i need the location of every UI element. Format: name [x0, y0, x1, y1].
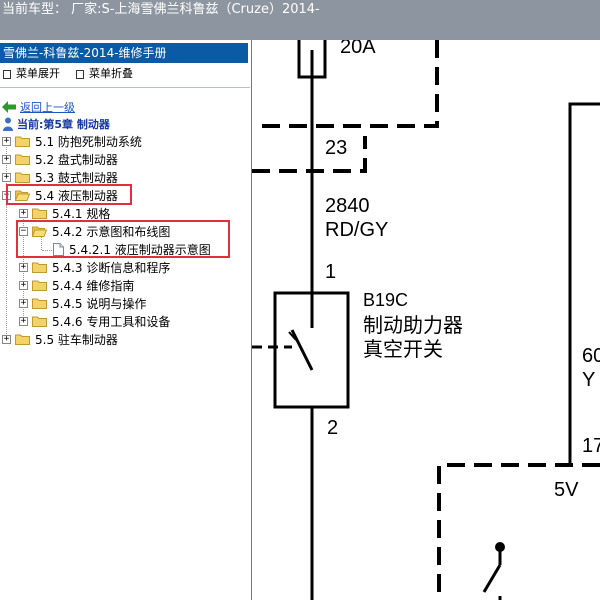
expander-icon[interactable]: + [19, 261, 28, 272]
folder-open-icon [32, 226, 47, 237]
back-arrow-icon [2, 101, 16, 113]
tree-item-label: 5.4.2.1 液压制动器示意图 [69, 242, 211, 257]
window-title-bar: 当前车型： 厂家:S-上海雪佛兰科鲁兹（Cruze）2014- [0, 0, 600, 40]
current-chapter: 当前:第5章 制动器 [2, 116, 110, 132]
tree-item-label: 5.5 驻车制动器 [35, 332, 118, 347]
current-chapter-label: 当前:第5章 制动器 [17, 118, 110, 131]
voltage-label: 5V [554, 479, 579, 501]
folder-icon [15, 136, 30, 147]
tree-item-label: 5.4.4 维修指南 [52, 278, 135, 293]
pin-1-label: 1 [325, 261, 336, 283]
component-name-line1: 制动助力器 [363, 314, 463, 337]
tree-item-5-4-5[interactable]: + 5.4.5 说明与操作 [19, 294, 146, 312]
folder-open-icon [15, 190, 30, 201]
right-partial-label-1: 60 [582, 345, 600, 367]
tree-item-5-1[interactable]: + 5.1 防抱死制动系统 [2, 132, 142, 150]
expander-icon[interactable]: + [2, 135, 11, 146]
tree-connector [42, 250, 52, 251]
expander-icon[interactable]: − [19, 225, 28, 236]
expander-icon[interactable]: + [19, 279, 28, 290]
wiring-diagram: 20A 23 2840 RD/GY 1 2 B19C 制动助力器 真空开关 60… [252, 36, 600, 600]
folder-icon [32, 262, 47, 273]
connector-outline [252, 136, 367, 173]
tree-connector [41, 232, 42, 250]
folder-icon [32, 298, 47, 309]
expander-icon[interactable]: + [2, 333, 11, 344]
tree-item-label: 5.4.1 规格 [52, 206, 111, 221]
right-wire [568, 102, 600, 465]
fuse-rating-label: 20A [340, 40, 376, 58]
expander-icon[interactable]: + [19, 207, 28, 218]
wire-color-label: RD/GY [325, 219, 388, 241]
pin-23-label: 23 [325, 137, 347, 159]
expand-menu-label: 菜单展开 [16, 67, 60, 80]
folder-icon [32, 208, 47, 219]
back-up-level[interactable]: 返回上一级 [2, 99, 75, 115]
schematic-svg: 20A 23 2840 RD/GY 1 2 B19C 制动助力器 真空开关 60… [252, 36, 600, 600]
tree-item-5-5[interactable]: + 5.5 驻车制动器 [2, 330, 118, 348]
right-partial-label-3: 17 [582, 435, 600, 457]
folder-icon [15, 172, 30, 183]
right-partial-label-2: Y [582, 369, 595, 391]
switch-box [273, 291, 350, 409]
module-outline [437, 463, 600, 600]
folder-icon [32, 316, 47, 327]
tree-item-label: 5.4.6 专用工具和设备 [52, 314, 171, 329]
folder-icon [32, 280, 47, 291]
tree-item-label: 5.4.2 示意图和布线图 [52, 224, 171, 239]
component-id-label: B19C [363, 290, 408, 310]
expand-icon [3, 69, 11, 79]
tree-connector [6, 142, 7, 340]
tree-item-label: 5.4.5 说明与操作 [52, 296, 147, 311]
tree-item-label: 5.4 液压制动器 [35, 188, 118, 203]
person-icon [3, 117, 13, 131]
switch-pivot [288, 331, 297, 341]
navigation-panel: 雪佛兰-科鲁兹-2014-维修手册 菜单展开 菜单折叠 返回上一级 当前:第5章… [0, 40, 252, 600]
expander-icon[interactable]: + [19, 315, 28, 326]
tree-item-5-3[interactable]: + 5.3 鼓式制动器 [2, 168, 118, 186]
switch-contact [290, 329, 314, 371]
window-title: 当前车型： 厂家:S-上海雪佛兰科鲁兹（Cruze）2014- [2, 2, 320, 17]
component-name-line2: 真空开关 [363, 338, 443, 361]
fuse-block-outline [262, 40, 439, 128]
tree-item-5-4-2-1[interactable]: 5.4.2.1 液压制动器示意图 [53, 240, 211, 258]
manual-title: 雪佛兰-科鲁兹-2014-维修手册 [0, 43, 248, 63]
menu-toolbar: 菜单展开 菜单折叠 [0, 65, 248, 83]
expand-menu-button[interactable]: 菜单展开 [3, 65, 60, 83]
folder-icon [15, 334, 30, 345]
document-icon [53, 242, 64, 256]
tree-item-5-4-3[interactable]: + 5.4.3 诊断信息和程序 [19, 258, 170, 276]
expander-icon[interactable]: + [2, 153, 11, 164]
tree-item-5-4[interactable]: − 5.4 液压制动器 [2, 186, 118, 204]
collapse-menu-button[interactable]: 菜单折叠 [76, 65, 133, 83]
tree-item-5-4-2[interactable]: − 5.4.2 示意图和布线图 [19, 222, 170, 240]
expander-icon[interactable]: − [2, 189, 11, 200]
tree-item-5-4-6[interactable]: + 5.4.6 专用工具和设备 [19, 312, 170, 330]
collapse-menu-label: 菜单折叠 [89, 67, 133, 80]
pin-2-label: 2 [327, 417, 338, 439]
expander-icon[interactable]: + [19, 297, 28, 308]
toolbar-divider [0, 87, 250, 88]
folder-icon [15, 154, 30, 165]
tree-item-label: 5.2 盘式制动器 [35, 152, 118, 167]
tree-item-label: 5.3 鼓式制动器 [35, 170, 118, 185]
tree-item-5-4-1[interactable]: + 5.4.1 规格 [19, 204, 110, 222]
circuit-number-label: 2840 [325, 195, 370, 217]
tree-item-5-4-4[interactable]: + 5.4.4 维修指南 [19, 276, 134, 294]
expander-icon[interactable]: + [2, 171, 11, 182]
back-link[interactable]: 返回上一级 [20, 101, 75, 114]
tree-item-label: 5.4.3 诊断信息和程序 [52, 260, 171, 275]
tree-item-5-2[interactable]: + 5.2 盘式制动器 [2, 150, 118, 168]
collapse-icon [76, 69, 84, 79]
tree-item-label: 5.1 防抱死制动系统 [35, 134, 142, 149]
contact-arm [482, 564, 502, 593]
